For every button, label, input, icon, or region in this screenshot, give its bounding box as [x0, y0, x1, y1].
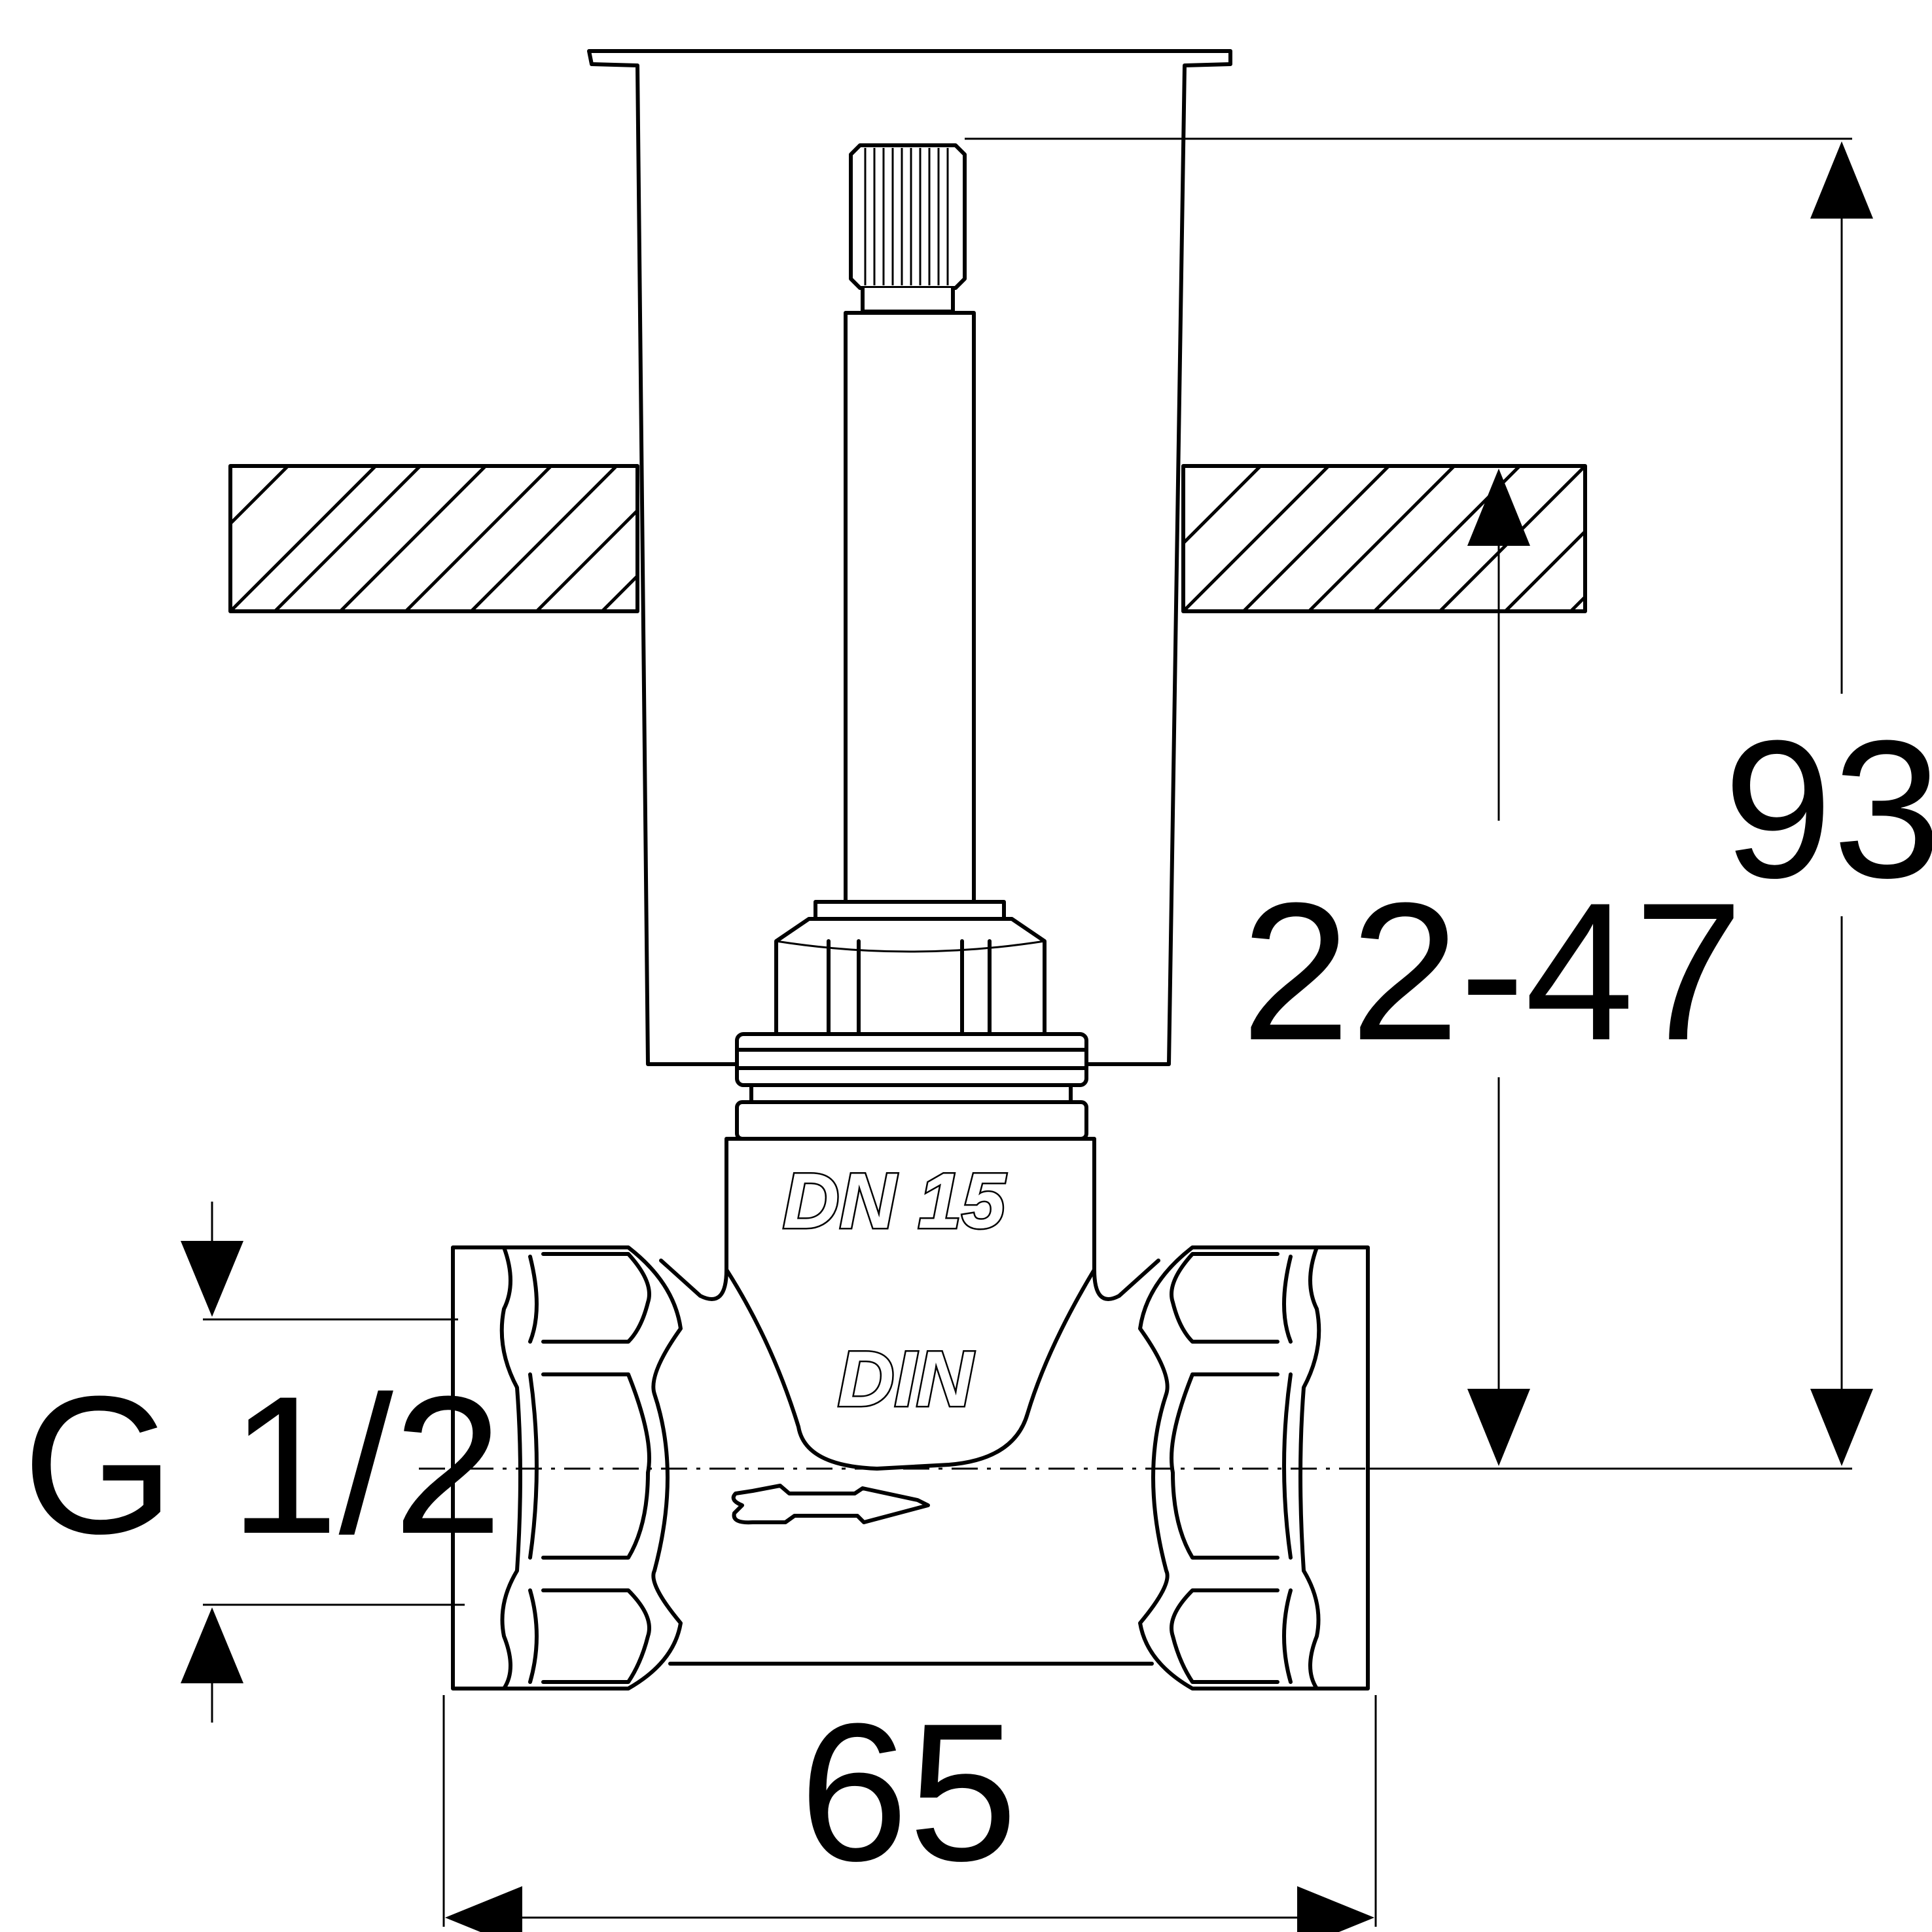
- dimension-body-length: [442, 1695, 1377, 1932]
- thread-size-label: G 1/2: [22, 1355, 503, 1575]
- protective-sleeve: [587, 49, 1232, 1066]
- seal-rings: [735, 1032, 1088, 1141]
- body-length-label: 65: [799, 1682, 1018, 1902]
- wall-section-right: [1181, 464, 1587, 613]
- dimension-overall-height: [965, 137, 1873, 1470]
- standard-marking: DIN: [838, 1335, 975, 1423]
- flow-direction-arrow: [731, 1484, 930, 1525]
- overall-height-label: 93: [1723, 699, 1932, 919]
- dimension-thread-size: [181, 1202, 465, 1723]
- wall-section-left: [228, 464, 639, 613]
- spline-ridges: [864, 148, 949, 285]
- spindle: [814, 143, 1006, 921]
- nominal-size-marking: DN 15: [783, 1157, 1007, 1245]
- dimension-adjustable-range: [1467, 469, 1530, 1466]
- hex-nut: [774, 917, 1046, 1036]
- adjustable-range-label: 22-47: [1241, 861, 1743, 1081]
